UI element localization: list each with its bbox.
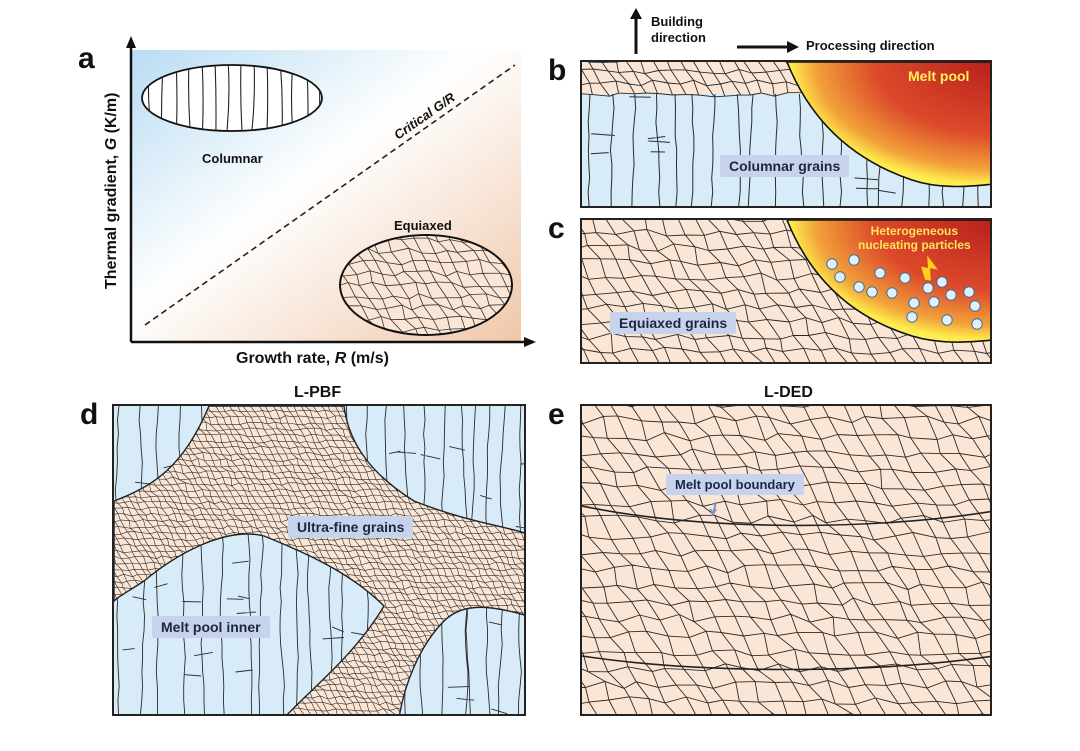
- melt-pool-boundary-tag: Melt pool boundary: [666, 474, 804, 495]
- panel-b-frame: [580, 60, 992, 208]
- ultra-fine-grains-tag: Ultra-fine grains: [288, 516, 414, 538]
- panel-c-frame: [580, 218, 992, 364]
- panel-d-title: L-PBF: [294, 384, 342, 401]
- nucleating-particles: [826, 254, 983, 330]
- panel-e-title: L-DED: [764, 384, 813, 401]
- panel-d-frame: [112, 404, 526, 716]
- panel-e-letter: e: [548, 398, 565, 431]
- panel-b-letter: b: [548, 54, 567, 87]
- panel-c-letter: c: [548, 212, 565, 245]
- equiaxed-ellipse: [339, 234, 513, 336]
- columnar-ellipse: [141, 64, 323, 132]
- boundary-pointer: [709, 501, 717, 517]
- panel-e-frame: [580, 404, 992, 716]
- melt-pool-label: Melt pool: [908, 68, 970, 84]
- melt-pool-c: [786, 220, 990, 343]
- critical-gr-line: [144, 64, 516, 326]
- x-axis-arrow: [524, 337, 536, 347]
- melt-pool-inner-tag: Melt pool inner: [152, 616, 270, 638]
- equiaxed-grains-tag: Equiaxed grains: [610, 312, 737, 334]
- building-direction-arrow: [630, 8, 642, 54]
- panel-b-diagram: [582, 62, 990, 206]
- panel-d-diagram: [114, 406, 524, 714]
- panel-c-diagram: [582, 220, 990, 362]
- columnar-grains-tag: Columnar grains: [720, 155, 850, 177]
- processing-direction-label: Processing direction: [806, 38, 935, 53]
- panel-e-diagram: [582, 406, 990, 714]
- equiaxed-label: Equiaxed: [394, 218, 452, 233]
- y-axis-label: Thermal gradient, G (K/m): [103, 92, 120, 289]
- x-axis-label: Growth rate, R (m/s): [236, 350, 389, 367]
- melt-pool-b: [786, 62, 990, 188]
- processing-direction-arrow: [737, 41, 799, 53]
- particle-arrow: [921, 255, 938, 281]
- panel-d-letter: d: [80, 398, 99, 431]
- panel-a-diagram: Critical G/R Columnar Equiaxed: [126, 36, 536, 347]
- columnar-label: Columnar: [202, 151, 263, 166]
- y-axis-arrow: [126, 36, 136, 48]
- melt-pool-boundary-line-1: [582, 505, 990, 527]
- panel-a-letter: a: [78, 42, 95, 75]
- melt-pool-boundary-line-2: [582, 655, 990, 671]
